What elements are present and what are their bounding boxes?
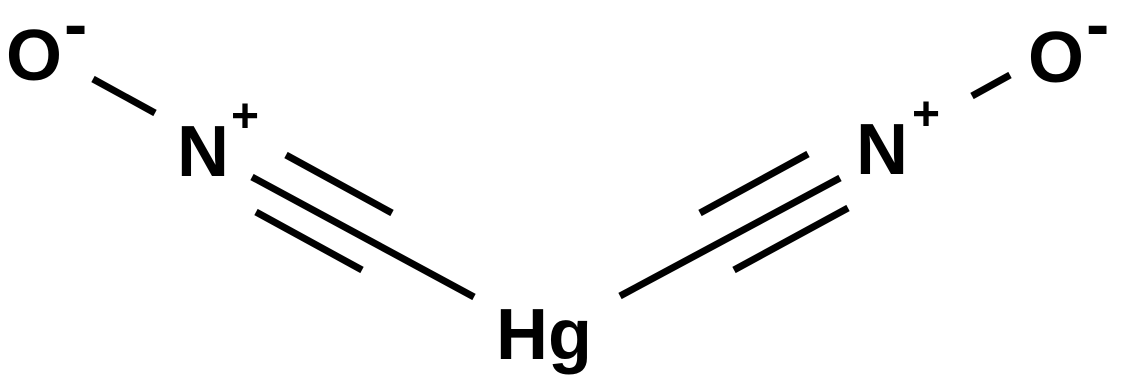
atom-n-left: N — [177, 112, 229, 192]
bond-line-center — [618, 174, 842, 300]
charge-o-left: - — [64, 0, 87, 63]
bond-line-inner — [254, 208, 364, 274]
bond-n-right-o-right — [970, 71, 1012, 100]
bond-o-left-n-left — [91, 75, 157, 117]
bond-line-outer — [284, 151, 394, 217]
atom-o-right: O — [1028, 18, 1084, 98]
bond-hg-n-right-triple — [618, 150, 850, 300]
charge-o-right: - — [1086, 0, 1109, 63]
atom-n-right: N — [856, 110, 908, 190]
charge-n-left: + — [231, 90, 259, 143]
bond-line-center — [250, 173, 476, 301]
atom-hg: Hg — [496, 295, 592, 375]
bond-line-outer — [698, 150, 810, 217]
charge-n-right: + — [912, 88, 940, 141]
atom-o-left: O — [6, 16, 62, 96]
bond-line-inner — [732, 204, 850, 274]
bond-n-left-hg-triple — [250, 151, 476, 301]
